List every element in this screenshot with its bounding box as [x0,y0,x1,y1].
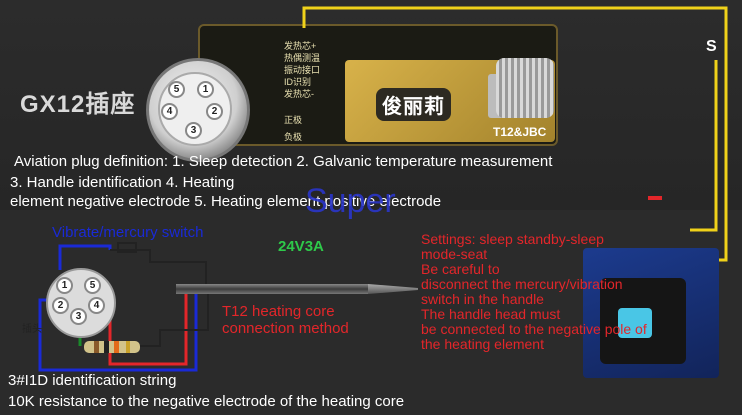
blue-wire [58,244,112,270]
resistor-icon [84,341,140,353]
settings-note-line: be connected to the negative pole of [421,321,647,337]
yellow-wire-inner [690,60,718,232]
settings-note-line: mode-seat [421,246,488,262]
settings-note-line: switch in the handle [421,291,544,307]
socket-pin-4: 4 [161,103,178,120]
footer-line-2: 10K resistance to the negative electrode… [8,393,405,410]
settings-note-line: Settings: sleep standby-sleep [421,231,604,247]
rotary-knob-icon [496,58,554,118]
signal-s-label: S [706,38,717,55]
pad-label-positive: 正极 [284,115,303,125]
plug-pin-4: 4 [88,297,105,314]
resistor-band [114,341,119,353]
plug-pin-5: 5 [84,277,101,294]
t12-note-line-2: connection method [222,320,349,337]
socket-pin-2: 2 [206,103,223,120]
t12-note-line-1: T12 heating core [222,303,335,320]
t12-connection-note: T12 heating core connection method [222,303,349,337]
socket-pin-5: 5 [168,81,185,98]
board-brand-logo: 俊丽莉 [376,88,451,121]
settings-note: Settings: sleep standby-sleep mode-seat … [421,232,741,352]
iron-tip-icon [368,284,418,294]
pin-label: ID识别 [284,77,312,87]
switch-symbol [117,242,137,253]
socket-pin-3: 3 [185,122,202,139]
definition-line-1: Aviation plug definition: 1. Sleep detec… [14,153,553,170]
board-pin-labels: 发热芯+ 热偶测温 振动接口 ID识别 发热芯- [284,40,320,100]
plug-label: 插头 [22,324,42,335]
settings-note-line: Be careful to [421,261,500,277]
pin-label: 发热芯- [284,89,314,99]
gx12-label: GX12插座 [20,91,136,118]
vibrate-switch-label: Vibrate/mercury switch [52,224,204,241]
board-model: T12&JBC [493,125,547,139]
plug-pin-3: 3 [70,308,87,325]
pad-label-negative: 负极 [284,132,303,142]
pin-label: 发热芯+ [284,41,317,51]
resistor-band [94,341,99,353]
footer-line-1: 3#I1D identification string [8,372,177,389]
socket-pin-1: 1 [197,81,214,98]
red-marker [648,196,662,200]
plug-pin-2: 2 [52,297,69,314]
pin-label: 振动接口 [284,65,321,75]
settings-note-line: The handle head must [421,306,561,322]
yellow-wire [302,6,728,262]
watermark-text: Super [305,182,396,220]
switch-wire [110,249,207,284]
resistor-band [126,341,130,353]
black-wire [140,292,209,347]
settings-note-line: disconnect the mercury/vibration [421,276,623,292]
definition-line-2: 3. Handle identification 4. Heating [10,174,235,191]
voltage-label: 24V3A [278,238,324,255]
station-button-icon [618,308,652,338]
pin-label: 热偶测温 [284,53,321,63]
resistor-band [104,341,109,353]
plug-pin-1: 1 [56,277,73,294]
t12-heating-core-icon [176,284,368,294]
settings-note-line: the heating element [421,336,544,352]
definition-line-3: element negative electrode 5. Heating el… [10,193,442,210]
